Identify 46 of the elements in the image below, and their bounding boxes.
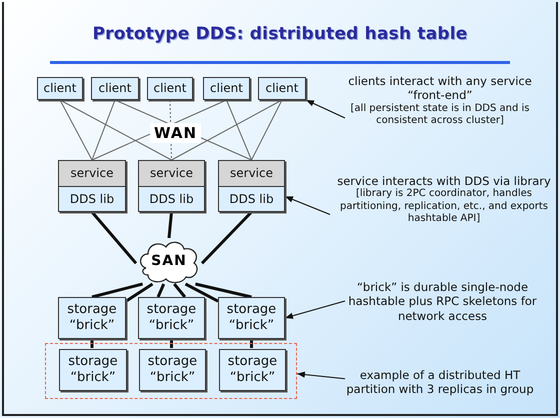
connector-line — [200, 210, 253, 264]
storage-box: storage “brick” — [139, 349, 206, 391]
service-label: service — [59, 161, 125, 186]
connector-line — [171, 100, 282, 160]
client-box: client — [258, 77, 306, 100]
connector-line — [251, 100, 282, 160]
annotation-text: [library is 2PC coordinator, handles partitioning, replication, etc., and exports hashtable API] — [338, 188, 548, 226]
storage-box: storage “brick” — [138, 297, 205, 339]
storage-box: storage “brick” — [59, 349, 127, 391]
connector-line — [60, 100, 92, 160]
arrow — [284, 196, 330, 215]
annotation-text: [all persistent state is in DDS and is consistent across cluster] — [350, 102, 530, 128]
service-box — [218, 160, 285, 212]
client-box: client — [203, 77, 250, 100]
annotation-text: service interacts with DDS via library — [337, 174, 551, 188]
connector-line — [92, 100, 116, 160]
service-box — [58, 160, 126, 212]
annotation-text: “brick” is durable single-node hashtable plus RPC skeletons for network access — [347, 280, 538, 324]
storage-box: storage “brick” — [58, 297, 126, 339]
arrow — [284, 300, 346, 319]
replica-group-box — [45, 343, 297, 399]
connector-line — [60, 100, 172, 160]
connector-line — [168, 212, 173, 238]
client-box: client — [147, 77, 193, 100]
storage-box: storage “brick” — [218, 297, 285, 339]
connector-line — [173, 283, 186, 298]
connector-line — [195, 282, 252, 298]
client-box: client — [91, 77, 139, 100]
connector-line — [226, 100, 252, 160]
arrow — [296, 371, 346, 380]
connector-line — [156, 283, 166, 298]
connector-line — [90, 211, 138, 264]
connector-line — [92, 282, 143, 298]
storage-box: storage “brick” — [219, 349, 286, 391]
service-box — [138, 160, 205, 212]
client-box: client — [37, 77, 83, 100]
network-label: SAN — [151, 253, 187, 269]
network-label: WAN — [150, 123, 202, 143]
connector-line — [125, 282, 154, 302]
arrow — [306, 100, 346, 118]
slide-title: Prototype DDS: distributed hash table — [92, 24, 468, 44]
annotation-text: example of a distributed HT partition with 3 replicas in group — [345, 368, 535, 397]
service-label: service — [219, 161, 284, 186]
annotation-text: clients interact with any service “front-end” — [347, 74, 533, 103]
service-label: service — [139, 161, 204, 186]
connector-line — [184, 282, 219, 303]
